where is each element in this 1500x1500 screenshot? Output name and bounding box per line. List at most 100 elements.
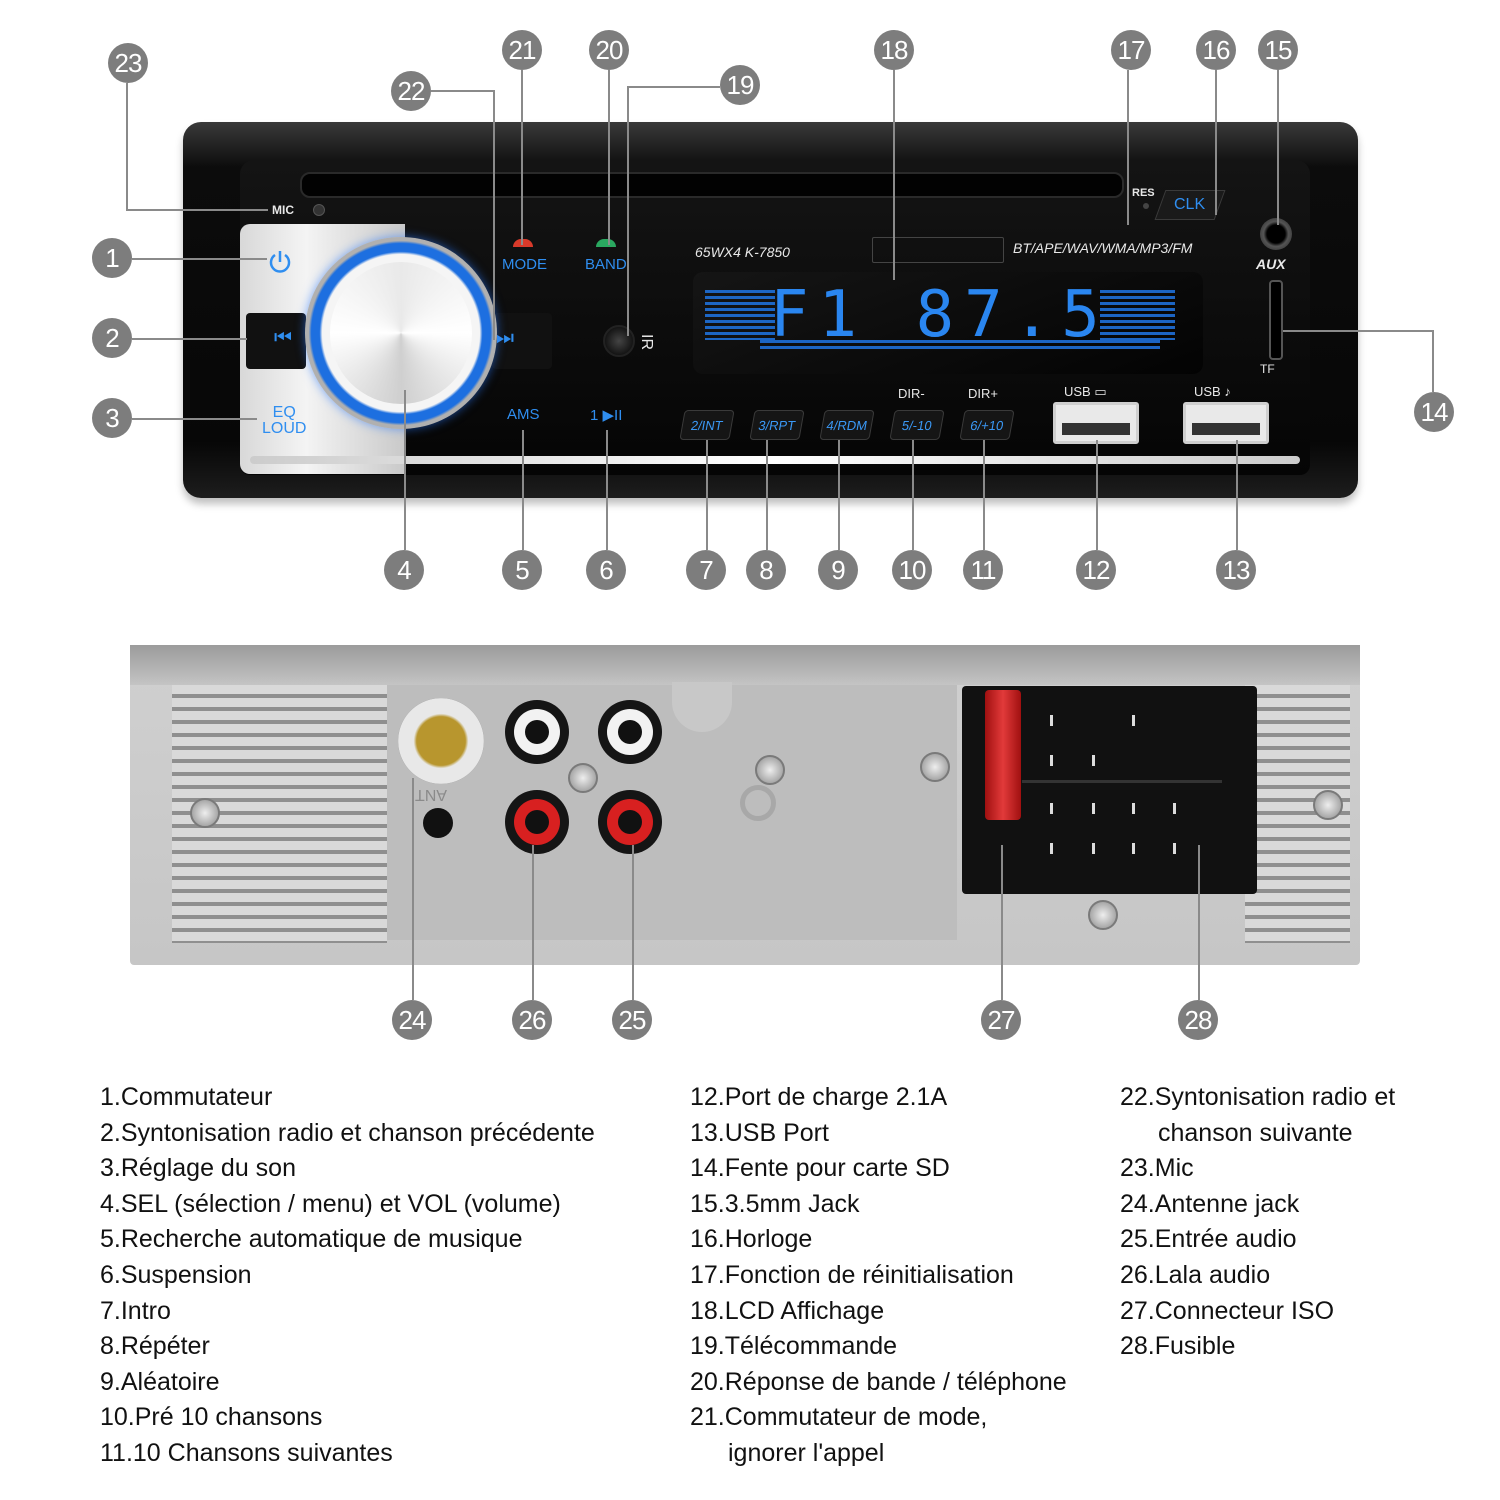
callout-21: 21: [502, 30, 542, 70]
legend-item: 5.Recherche automatique de musique: [100, 1225, 523, 1254]
iso-pin: [1132, 715, 1135, 726]
mounting-screw: [190, 798, 220, 828]
legend-item: 22.Syntonisation radio et: [1120, 1083, 1396, 1111]
iso-pin: [1173, 843, 1176, 854]
eq-bars-bottom: [760, 340, 1160, 349]
iso-pin: [1050, 803, 1053, 814]
callout-2: 2: [92, 318, 132, 358]
callout-5: 5: [502, 550, 542, 590]
callout-18: 18: [874, 30, 914, 70]
usb-music-port[interactable]: [1183, 402, 1269, 444]
rca-hole: [618, 720, 642, 744]
mounting-screw: [755, 755, 785, 785]
legend-item: 7.Intro: [100, 1296, 171, 1325]
callout-12: 12: [1076, 550, 1116, 590]
callout-24: 24: [392, 1000, 432, 1040]
preset-label: 2/INT: [689, 417, 725, 433]
next-track-button[interactable]: ⏭: [492, 313, 552, 369]
music-note-icon: ♪: [1224, 384, 1231, 399]
legend-item: 23.Mic: [1120, 1154, 1194, 1183]
mounting-screw: [1313, 790, 1343, 820]
clk-label: CLK: [1174, 196, 1206, 213]
iso-pin: [1092, 803, 1095, 814]
rca-hole: [525, 720, 549, 744]
rca-red-right[interactable]: [598, 790, 662, 854]
iso-pin: [1132, 843, 1135, 854]
rca-white-left[interactable]: [505, 700, 569, 764]
eq-bars-left: [705, 290, 775, 340]
legend-item: 2.Syntonisation radio et chanson précéde…: [100, 1118, 595, 1147]
legend-column-3: 22.Syntonisation radio et chanson suivan…: [1120, 1080, 1395, 1365]
iso-pin: [1050, 755, 1053, 766]
lcd-frequency-readout: F1 87.5: [770, 278, 1110, 352]
legend-item: 9.Aléatoire: [100, 1367, 220, 1396]
legend-item: 21.Commutateur de mode,: [690, 1403, 988, 1432]
legend-item: 24.Antenne jack: [1120, 1189, 1300, 1218]
iso-divider: [1022, 780, 1222, 783]
preset-button-5-minus10[interactable]: 5/-10: [889, 410, 945, 440]
callout-22: 22: [391, 71, 431, 111]
legend-item: 28.Fusible: [1120, 1332, 1236, 1361]
legend-column-2: 12.Port de charge 2.1A 13.USB Port 14.Fe…: [690, 1080, 1067, 1472]
legend-item: 3.Réglage du son: [100, 1154, 296, 1183]
callout-10: 10: [892, 550, 932, 590]
callout-6: 6: [586, 550, 626, 590]
legend-item: 6.Suspension: [100, 1260, 252, 1289]
callout-16: 16: [1196, 30, 1236, 70]
usb-charge-label: USB ▭: [1064, 384, 1107, 399]
power-icon: [269, 251, 291, 273]
loud-label: LOUD: [262, 420, 307, 437]
answer-call-icon: [596, 239, 616, 247]
sd-card-slot[interactable]: [1269, 280, 1283, 360]
callout-9: 9: [818, 550, 858, 590]
ant-label: ANT: [415, 786, 447, 803]
mounting-screw: [1088, 900, 1118, 930]
usb-charge-port[interactable]: [1053, 402, 1139, 444]
preset-button-4-rdm[interactable]: 4/RDM: [819, 410, 875, 440]
callout-4: 4: [384, 550, 424, 590]
band-button[interactable]: BAND: [578, 235, 643, 275]
legend-item: 4.SEL (sélection / menu) et VOL (volume): [100, 1189, 561, 1218]
play-pause-button[interactable]: 1 ▶II: [590, 407, 623, 424]
legend-item-continued: chanson suivante: [1158, 1118, 1353, 1147]
legend-item: 17.Fonction de réinitialisation: [690, 1260, 1014, 1289]
mode-button[interactable]: MODE: [495, 235, 560, 275]
mounting-screw: [920, 752, 950, 782]
callout-28: 28: [1178, 1000, 1218, 1040]
callout-20: 20: [589, 30, 629, 70]
iso-pin: [1092, 843, 1095, 854]
preset-button-3-rpt[interactable]: 3/RPT: [749, 410, 805, 440]
preset-button-6-plus10[interactable]: 6/+10: [959, 410, 1015, 440]
rca-hole: [525, 810, 549, 834]
volume-select-knob[interactable]: [330, 262, 472, 404]
legend-item-continued: ignorer l'appel: [728, 1438, 885, 1467]
aux-label: AUX: [1256, 256, 1286, 272]
center-screw: [568, 763, 598, 793]
rear-top-edge: [130, 645, 1360, 685]
callout-1: 1: [92, 238, 132, 278]
legend-item: 10.Pré 10 chansons: [100, 1403, 323, 1432]
reset-button[interactable]: [1143, 203, 1149, 209]
legend-item: 11.10 Chansons suivantes: [100, 1438, 393, 1467]
rca-white-right[interactable]: [598, 700, 662, 764]
callout-19: 19: [720, 65, 760, 105]
aux-jack[interactable]: [1260, 218, 1292, 250]
legend-item: 12.Port de charge 2.1A: [690, 1083, 948, 1111]
prev-track-button[interactable]: ⏮: [246, 313, 306, 369]
legend-item: 19.Télécommande: [690, 1332, 898, 1361]
callout-23: 23: [108, 43, 148, 83]
legend-item: 13.USB Port: [690, 1118, 829, 1147]
preset-label: 5/-10: [900, 417, 934, 433]
antenna-jack[interactable]: [398, 698, 484, 784]
legend-item: 25.Entrée audio: [1120, 1225, 1297, 1254]
hang-up-icon: [513, 239, 533, 247]
ams-button[interactable]: AMS: [507, 406, 540, 423]
callout-13: 13: [1216, 550, 1256, 590]
power-button[interactable]: [266, 248, 294, 276]
preset-button-2-int[interactable]: 2/INT: [679, 410, 735, 440]
rca-red-left[interactable]: [505, 790, 569, 854]
callout-14: 14: [1414, 392, 1454, 432]
preset-label: 6/+10: [969, 417, 1005, 433]
skip-next-icon: ⏭: [496, 327, 514, 349]
eq-loud-button[interactable]: EQ LOUD: [262, 405, 306, 437]
